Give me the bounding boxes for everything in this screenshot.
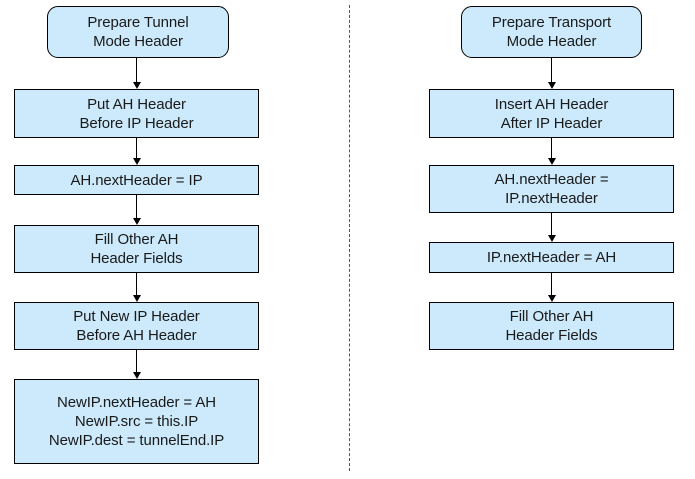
- node-transport-step-3[interactable]: IP.nextHeader = AH: [429, 242, 674, 273]
- node-tunnel-step-4[interactable]: Put New IP Header Before AH Header: [14, 302, 259, 350]
- node-transport-step-1[interactable]: Insert AH Header After IP Header: [429, 89, 674, 138]
- node-tunnel-start[interactable]: Prepare Tunnel Mode Header: [47, 6, 229, 58]
- node-tunnel-step-3[interactable]: Fill Other AH Header Fields: [14, 225, 259, 273]
- node-tunnel-step-5[interactable]: NewIP.nextHeader = AH NewIP.src = this.I…: [14, 379, 259, 464]
- node-transport-step-2[interactable]: AH.nextHeader = IP.nextHeader: [429, 165, 674, 213]
- node-transport-start[interactable]: Prepare Transport Mode Header: [461, 6, 642, 58]
- node-tunnel-step-2[interactable]: AH.nextHeader = IP: [14, 165, 259, 195]
- node-transport-step-4[interactable]: Fill Other AH Header Fields: [429, 302, 674, 350]
- node-tunnel-step-1[interactable]: Put AH Header Before IP Header: [14, 89, 259, 138]
- vertical-dashed-divider: [349, 5, 350, 471]
